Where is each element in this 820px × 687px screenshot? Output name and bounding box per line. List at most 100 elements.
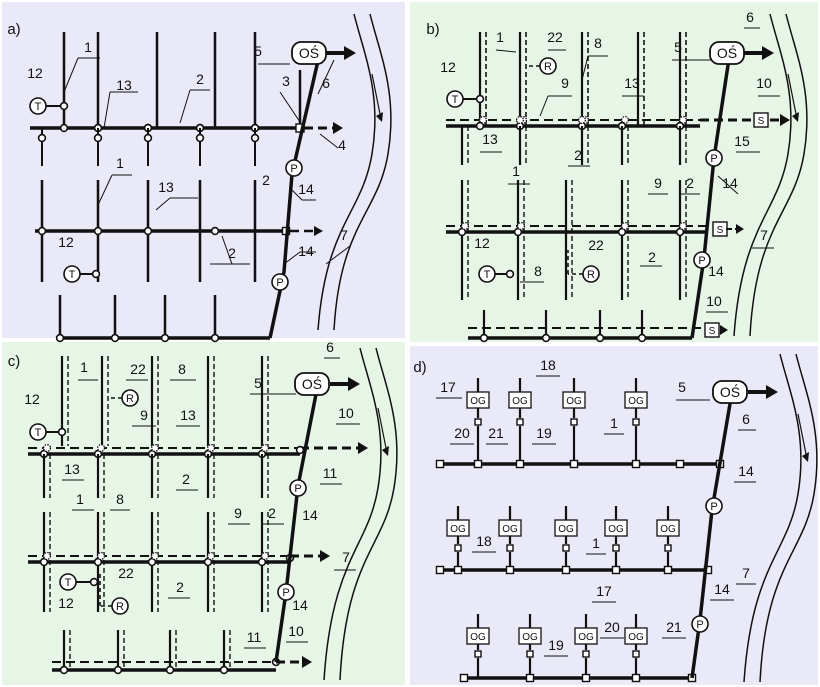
number-label: 12 [27, 65, 43, 81]
manhole-node [93, 226, 103, 236]
number-label: 6 [746, 9, 754, 25]
manhole-node [210, 226, 220, 236]
manhole-node [147, 557, 157, 567]
manhole-node [91, 269, 101, 279]
manhole-node [219, 665, 229, 675]
manhole-node [150, 443, 160, 453]
treatment-plant-label: OŚ [717, 44, 737, 61]
leader-line [97, 174, 113, 206]
number-label: 1 [76, 491, 84, 507]
river-bank-left [733, 13, 792, 337]
septic-box [632, 650, 640, 658]
number-label: 7 [342, 549, 350, 565]
manhole-node [478, 115, 488, 125]
manhole-node [195, 133, 205, 143]
number-label: 13 [158, 179, 174, 195]
number-label: 14 [298, 243, 314, 259]
manhole-square [525, 673, 535, 683]
manhole-square [611, 565, 621, 575]
number-label: 22 [118, 565, 134, 581]
river-bank-right [759, 353, 818, 683]
number-label: 20 [454, 425, 470, 441]
arrow-head [344, 46, 356, 60]
number-label: 14 [302, 507, 318, 523]
river-bank-right [339, 347, 398, 681]
number-label: 8 [178, 361, 186, 377]
separator [704, 322, 720, 338]
manhole-node [505, 269, 515, 279]
number-label: 13 [116, 77, 132, 93]
river-bank-right [749, 13, 808, 337]
septic-tank-label: OG [660, 524, 676, 535]
number-label: 10 [706, 293, 722, 309]
number-label: 6 [742, 411, 750, 427]
number-label: 22 [547, 29, 563, 45]
septic-tank-label: OG [608, 524, 624, 535]
number-label: 7 [760, 227, 768, 243]
manhole-node [57, 427, 67, 437]
number-label: 7 [340, 227, 348, 243]
manhole-square [435, 565, 445, 575]
number-label: 14 [292, 597, 308, 613]
number-label: 14 [714, 581, 730, 597]
number-label: 18 [476, 533, 492, 549]
number-label: 5 [674, 39, 682, 55]
septic-tank-label: OG [512, 396, 528, 407]
manhole-square [459, 673, 469, 683]
manhole-node [675, 227, 685, 237]
manhole-node [541, 333, 551, 343]
manhole-node [42, 551, 52, 561]
manhole-node [206, 443, 216, 453]
leader-line [539, 95, 549, 117]
number-label: 12 [24, 391, 40, 407]
separator-label: S [717, 225, 724, 236]
manhole-node [110, 333, 120, 343]
number-label: 2 [574, 147, 582, 163]
river-bank-left [743, 353, 802, 683]
number-label: 12 [58, 595, 74, 611]
main-pressure-line [690, 51, 732, 339]
number-label: 6 [322, 75, 330, 91]
pump [705, 149, 723, 167]
manhole-node [59, 101, 69, 111]
manhole-square [505, 565, 515, 575]
manhole-node [150, 551, 160, 561]
manhole-node [577, 115, 587, 125]
manhole-node [42, 443, 52, 453]
number-label: 17 [596, 583, 612, 599]
retention-label: R [544, 61, 552, 73]
flow-arrow-head [376, 112, 383, 122]
number-label: 14 [298, 181, 314, 197]
manhole-node [55, 333, 65, 343]
manhole-node [457, 227, 467, 237]
panel-label-d: d) [413, 359, 426, 376]
manhole-node [37, 226, 47, 236]
flow-arrow-head [382, 446, 389, 456]
pump [277, 583, 295, 601]
number-label: 2 [182, 471, 190, 487]
retention-label: R [587, 269, 595, 281]
manhole-node [620, 221, 630, 231]
number-label: 15 [734, 133, 750, 149]
pump-label: P [276, 277, 283, 289]
manhole-square [675, 459, 685, 469]
retention-label: R [116, 601, 124, 613]
number-label: 9 [561, 75, 569, 91]
septic-tank-label: OG [628, 632, 644, 643]
flow-arrow-head [802, 452, 809, 462]
number-label: 1 [116, 155, 124, 171]
number-label: 11 [247, 629, 262, 645]
septic-box [506, 544, 514, 552]
river-bank-left [323, 347, 382, 681]
arrow-head [348, 377, 360, 391]
manhole-node [617, 227, 627, 237]
leader-line [63, 57, 79, 93]
number-label: 21 [488, 425, 504, 441]
arrow-head [358, 442, 368, 454]
septic-tank-label: OG [558, 524, 574, 535]
flow-arrow-head [792, 112, 799, 122]
manhole-square [453, 565, 463, 575]
panel-label-b: b) [426, 21, 439, 38]
main-pressure-line [690, 391, 734, 679]
